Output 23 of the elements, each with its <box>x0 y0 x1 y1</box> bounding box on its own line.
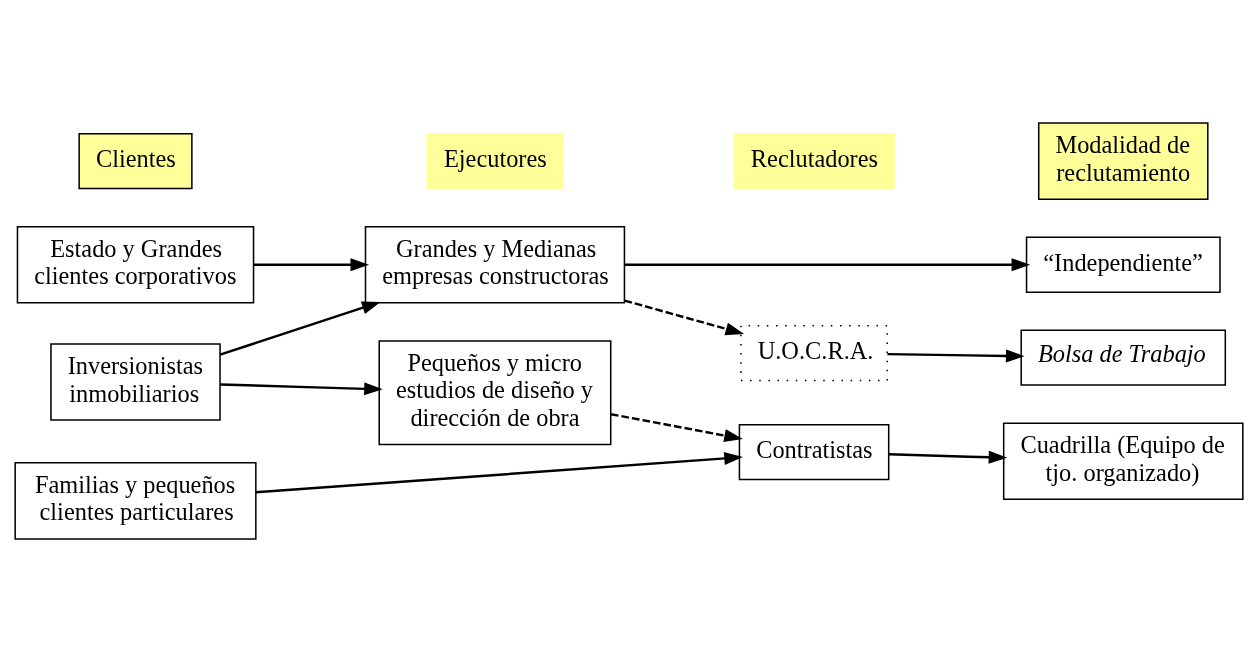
node-box: Clientes <box>78 132 193 189</box>
arrow <box>887 348 1025 362</box>
node-box: Inversionistas inmobiliarios <box>50 342 221 421</box>
node-box: Modalidad de reclutamiento <box>1037 121 1209 200</box>
node-box: Pequeños y micro estudios de diseño y dirección de obra <box>378 339 612 445</box>
node-box: Contratistas <box>738 423 890 480</box>
node-box: Reclutadores <box>733 132 895 189</box>
arrow <box>624 298 745 335</box>
node-box: Grandes y Medianas empresas constructoras <box>364 225 626 304</box>
arrow <box>253 257 370 271</box>
node-box: Cuadrilla (Equipo de tjo. organizado) <box>1002 421 1244 500</box>
node-box: Familias y pequeños clientes particulares <box>14 461 257 540</box>
node-box: Bolsa de Trabajo <box>1020 329 1227 386</box>
arrow <box>610 412 743 442</box>
arrow <box>624 257 1031 271</box>
node-box: “Independiente” <box>1025 236 1221 293</box>
node-box: Estado y Grandes clientes corporativos <box>16 225 255 304</box>
arrow <box>220 381 383 395</box>
node-box: Ejecutores <box>426 132 564 189</box>
arrow <box>888 450 1008 464</box>
arrow <box>219 301 381 356</box>
node-box: U.O.C.R.A. <box>740 324 888 381</box>
arrow <box>255 451 743 493</box>
